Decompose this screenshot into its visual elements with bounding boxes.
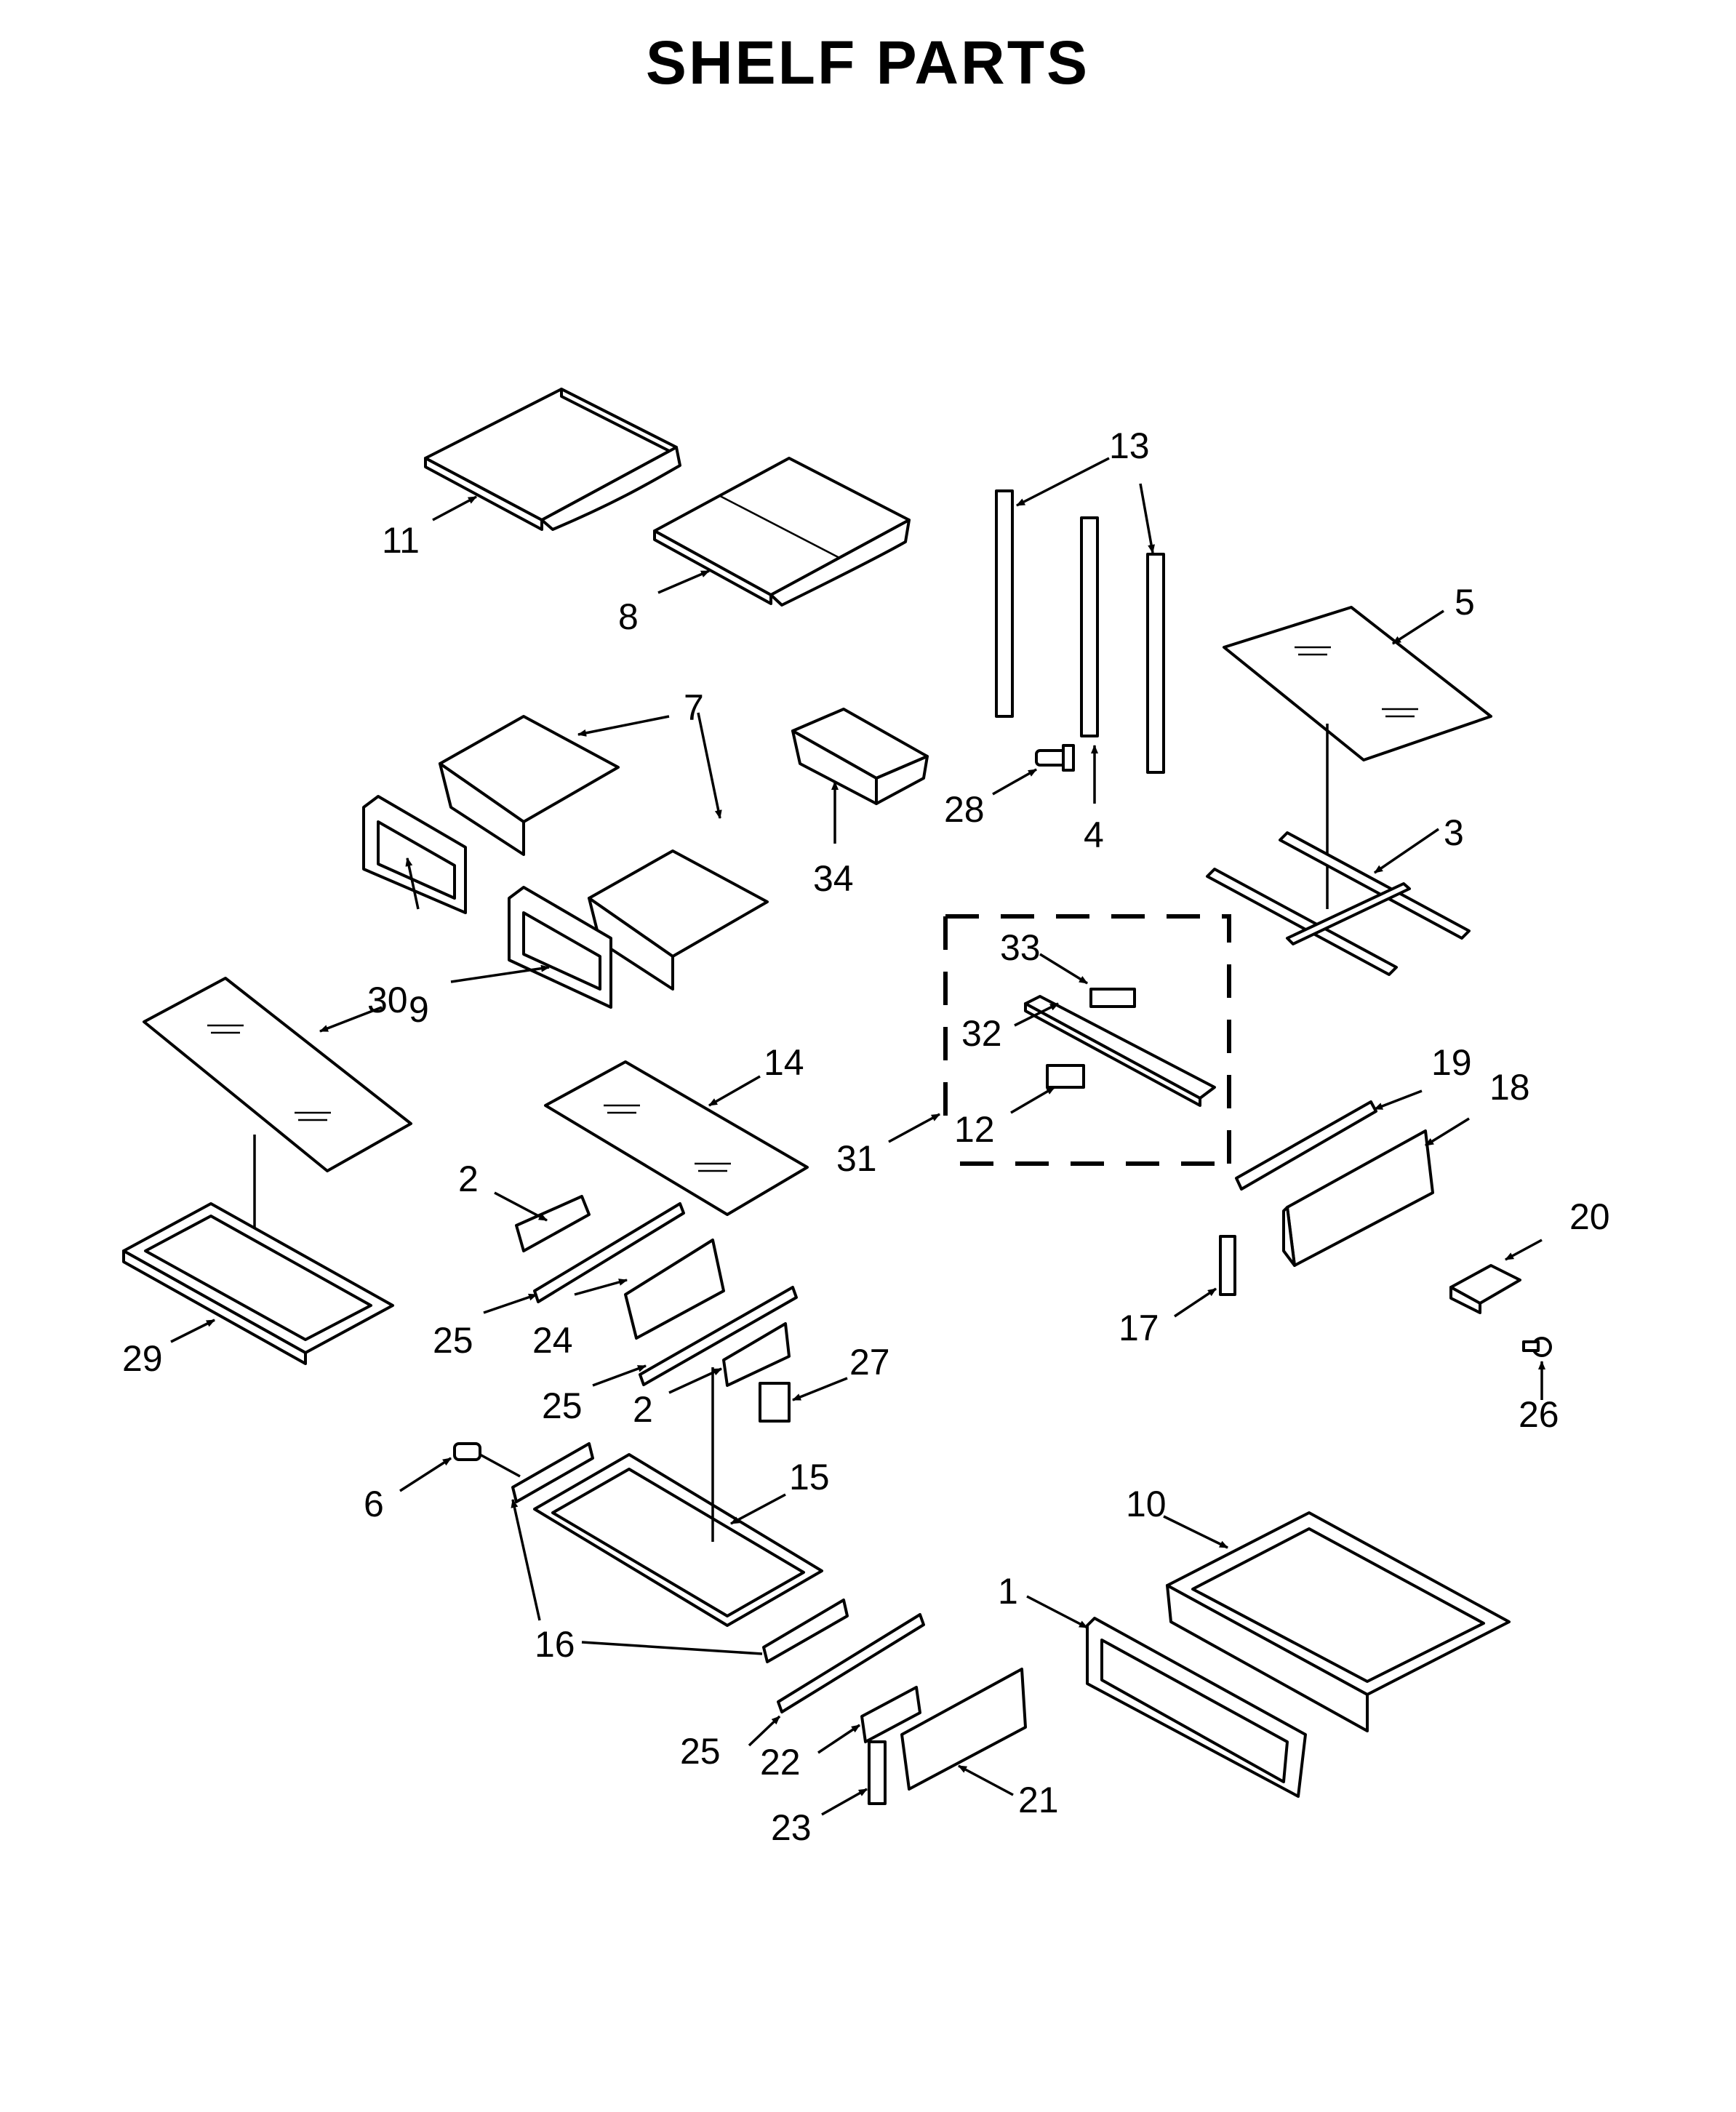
callout-26: 26 (1519, 1394, 1559, 1435)
part-7-drawers (439, 715, 769, 991)
callout-15: 15 (789, 1457, 830, 1497)
parts-18-19-bracket (1235, 1100, 1434, 1267)
callout-20: 20 (1569, 1196, 1610, 1237)
part-5-glass-shelf (1223, 606, 1492, 909)
part-8-shelf (653, 457, 911, 607)
callout-25a: 25 (433, 1320, 473, 1361)
callout-24: 24 (532, 1320, 573, 1361)
part-15-tray (511, 1367, 823, 1627)
callout-1: 1 (998, 1571, 1018, 1612)
part-11-shelf (424, 388, 681, 531)
part-17-cover (1219, 1235, 1236, 1296)
callout-2a: 2 (458, 1159, 479, 1199)
callout-31: 31 (836, 1138, 877, 1179)
callout-5: 5 (1455, 582, 1475, 623)
callout-23: 23 (771, 1807, 812, 1848)
part-13-rails (995, 489, 1165, 774)
callout-13: 13 (1109, 425, 1150, 466)
callout-25b: 25 (542, 1385, 583, 1426)
callout-7: 7 (684, 687, 704, 728)
callout-21: 21 (1018, 1780, 1059, 1820)
callout-6: 6 (364, 1484, 384, 1524)
part-14-glass-shelf (544, 1060, 809, 1216)
parts-slides-middle (515, 1195, 798, 1423)
callout-12: 12 (954, 1109, 995, 1150)
callout-9: 9 (409, 989, 429, 1030)
part-1-crisper-front (1086, 1617, 1307, 1798)
callout-14: 14 (764, 1042, 804, 1083)
part-20-block (1449, 1264, 1521, 1314)
callout-8: 8 (618, 596, 639, 637)
callout-25c: 25 (680, 1731, 721, 1772)
callout-2b: 2 (633, 1389, 653, 1430)
callout-32: 32 (961, 1013, 1002, 1054)
callout-30: 30 (367, 980, 408, 1020)
part-10-crisper (1166, 1511, 1511, 1732)
part-9-drawer-fronts (362, 795, 612, 1009)
parts-slides-lower (777, 1613, 1027, 1805)
callout-34: 34 (813, 858, 854, 899)
callout-22: 22 (760, 1742, 801, 1783)
callout-16: 16 (535, 1624, 575, 1665)
part-3-frame (1206, 831, 1471, 976)
callout-11: 11 (382, 520, 420, 561)
callout-18: 18 (1489, 1067, 1530, 1108)
part-26-screw (1522, 1337, 1552, 1357)
part-31-assembly-box (943, 914, 1231, 1171)
callout-27: 27 (849, 1342, 890, 1383)
part-28-screw (1035, 744, 1075, 772)
callout-33: 33 (1000, 927, 1041, 968)
callout-29: 29 (122, 1338, 163, 1379)
callout-4: 4 (1084, 815, 1104, 855)
part-34-bin (791, 708, 929, 805)
part-6-screw (453, 1442, 521, 1478)
page-title: SHELF PARTS (646, 28, 1089, 97)
callout-10: 10 (1126, 1484, 1167, 1524)
callout-17: 17 (1119, 1308, 1159, 1348)
callout-3: 3 (1444, 812, 1464, 853)
callout-19: 19 (1431, 1042, 1472, 1083)
callout-28: 28 (944, 789, 985, 830)
leader-lines (170, 457, 1542, 1816)
part-16-slide-end (762, 1599, 849, 1663)
part-29-tray (122, 1202, 394, 1365)
